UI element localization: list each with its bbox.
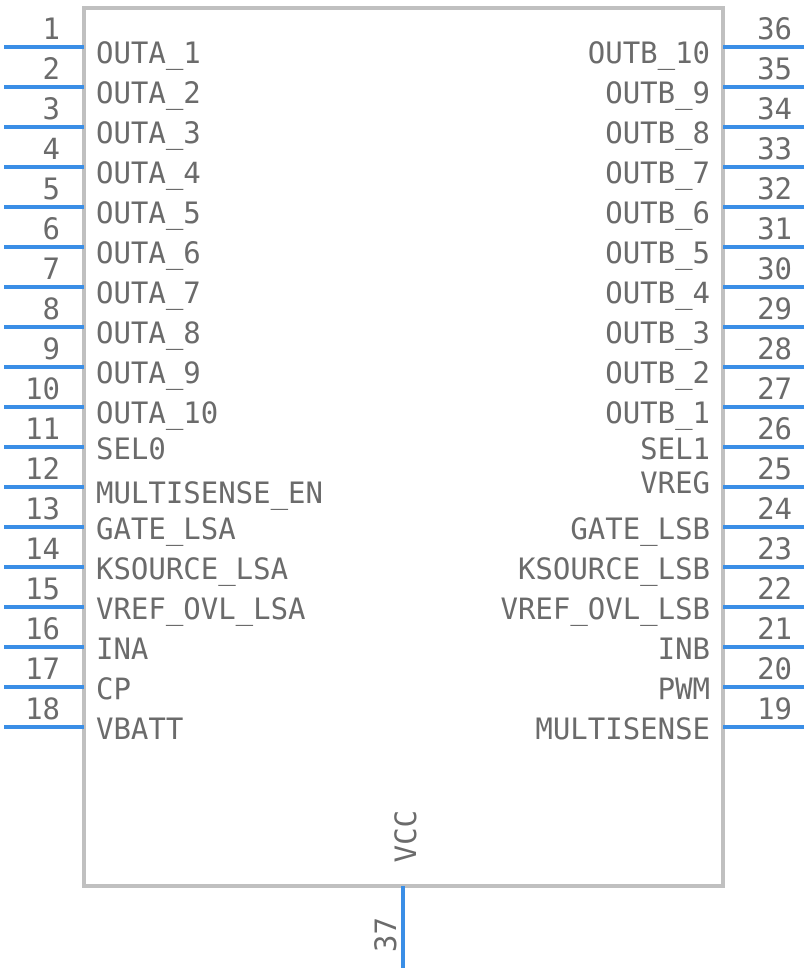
pin-number-35: 35	[757, 52, 792, 86]
pin-number-31: 31	[757, 212, 792, 246]
pin-name-35: OUTB_9	[605, 76, 710, 111]
pin-number-34: 34	[757, 92, 792, 126]
pin-number-7: 7	[43, 252, 60, 286]
pin-number-33: 33	[757, 132, 792, 166]
pin-number-36: 36	[757, 12, 792, 46]
pin-number-22: 22	[757, 572, 792, 606]
pin-number-13: 13	[25, 492, 60, 526]
pin-name-17: CP	[96, 672, 131, 706]
pin-name-28: OUTB_2	[605, 356, 710, 391]
pin-number-17: 17	[25, 652, 60, 686]
pin-name-14: KSOURCE_LSA	[96, 552, 288, 587]
pin-name-2: OUTA_2	[96, 76, 201, 111]
pin-number-23: 23	[757, 532, 792, 566]
pin-number-18: 18	[25, 692, 60, 726]
pin-number-27: 27	[757, 372, 792, 406]
pin-number-37: 37	[369, 917, 403, 952]
pin-number-24: 24	[757, 492, 792, 526]
pin-name-4: OUTA_4	[96, 156, 201, 191]
pin-number-15: 15	[25, 572, 60, 606]
pin-number-3: 3	[43, 92, 60, 126]
pin-number-1: 1	[43, 12, 60, 46]
pin-name-12: MULTISENSE_EN	[96, 476, 323, 511]
pin-name-3: OUTA_3	[96, 116, 201, 151]
pin-name-5: OUTA_5	[96, 196, 201, 231]
pin-name-11: SEL0	[96, 432, 166, 466]
pin-name-18: VBATT	[96, 712, 183, 746]
pin-name-25: VREG	[640, 466, 710, 500]
pin-name-32: OUTB_6	[605, 196, 710, 231]
bottom-pin-group: 37 VCC	[369, 810, 423, 968]
pin-number-21: 21	[757, 612, 792, 646]
pin-number-20: 20	[757, 652, 792, 686]
pin-number-9: 9	[43, 332, 60, 366]
pin-number-19: 19	[757, 692, 792, 726]
pin-name-33: OUTB_7	[605, 156, 710, 191]
pin-name-1: OUTA_1	[96, 36, 201, 71]
pin-number-8: 8	[43, 292, 60, 326]
pin-number-32: 32	[757, 172, 792, 206]
pin-name-36: OUTB_10	[588, 36, 710, 71]
pin-number-26: 26	[757, 412, 792, 446]
pin-name-10: OUTA_10	[96, 396, 218, 431]
pin-name-15: VREF_OVL_LSA	[96, 592, 306, 627]
pin-name-7: OUTA_7	[96, 276, 201, 311]
pin-number-16: 16	[25, 612, 60, 646]
pin-name-26: SEL1	[640, 432, 710, 466]
pin-name-31: OUTB_5	[605, 236, 710, 271]
pin-name-30: OUTB_4	[605, 276, 710, 311]
pin-name-13: GATE_LSA	[96, 512, 236, 547]
pin-name-37: VCC	[389, 810, 423, 862]
pin-number-30: 30	[757, 252, 792, 286]
pin-number-5: 5	[43, 172, 60, 206]
pin-name-16: INA	[96, 632, 148, 666]
pin-number-6: 6	[43, 212, 60, 246]
pin-name-21: INB	[658, 632, 710, 666]
pin-name-8: OUTA_8	[96, 316, 201, 351]
pin-name-9: OUTA_9	[96, 356, 201, 391]
pin-number-28: 28	[757, 332, 792, 366]
pin-number-10: 10	[25, 372, 60, 406]
pin-name-24: GATE_LSB	[570, 512, 710, 547]
pin-name-22: VREF_OVL_LSB	[500, 592, 710, 627]
pin-number-4: 4	[43, 132, 60, 166]
pin-number-29: 29	[757, 292, 792, 326]
pin-name-20: PWM	[658, 672, 710, 706]
pin-number-25: 25	[757, 452, 792, 486]
pin-name-34: OUTB_8	[605, 116, 710, 151]
pin-name-6: OUTA_6	[96, 236, 201, 271]
pin-number-11: 11	[25, 412, 60, 446]
pin-number-14: 14	[25, 532, 60, 566]
pin-name-29: OUTB_3	[605, 316, 710, 351]
pin-number-2: 2	[43, 52, 60, 86]
pin-name-23: KSOURCE_LSB	[518, 552, 710, 587]
pin-name-19: MULTISENSE	[535, 712, 710, 746]
pin-number-12: 12	[25, 452, 60, 486]
pin-name-27: OUTB_1	[605, 396, 710, 431]
